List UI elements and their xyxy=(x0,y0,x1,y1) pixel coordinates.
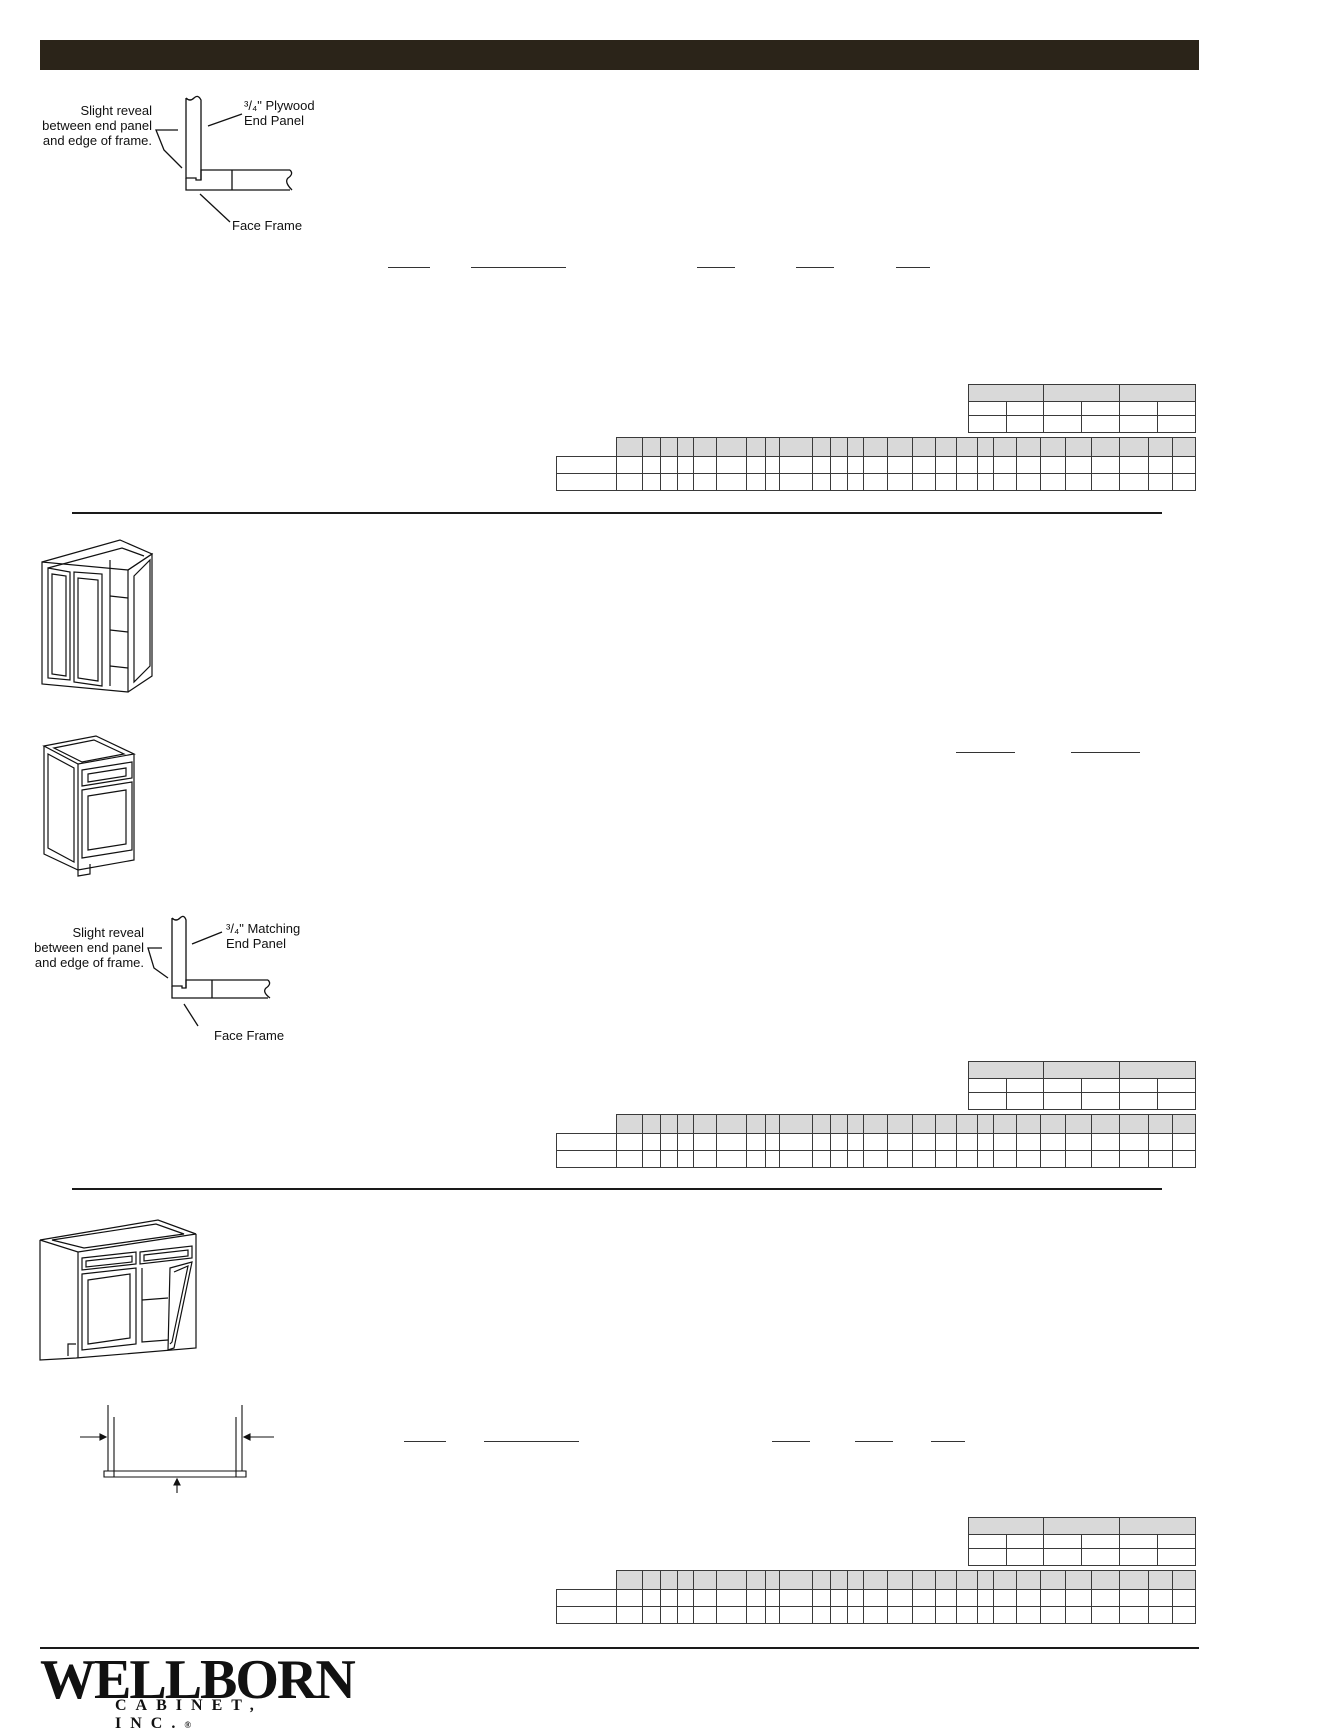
double-base-cabinet-drawing xyxy=(39,1219,197,1361)
base-cabinet-drawing xyxy=(42,735,136,877)
blank-line xyxy=(697,267,735,268)
section-divider xyxy=(72,1188,1162,1190)
reveal-label-1: Slight reveal between end panel and edge… xyxy=(42,103,152,148)
header-bar xyxy=(40,40,1199,70)
blank-line xyxy=(404,1441,446,1442)
blank-line xyxy=(855,1441,893,1442)
logo-subtitle: CABINET, INC.® xyxy=(115,1697,263,1732)
face-frame-label-2: Face Frame xyxy=(214,1028,285,1043)
blank-line xyxy=(896,267,930,268)
blank-line xyxy=(388,267,430,268)
end-panel-detail-drawing-2 xyxy=(147,915,271,1027)
blank-line xyxy=(1071,752,1140,753)
reveal-label-2: Slight reveal between end panel and edge… xyxy=(34,925,144,970)
price-grid-3 xyxy=(556,1570,1197,1624)
small-dimension-table-2 xyxy=(968,1061,1196,1110)
blank-line xyxy=(931,1441,965,1442)
cabinet-dimension-drawing xyxy=(80,1405,274,1493)
face-frame-label-1: Face Frame xyxy=(232,218,303,233)
blank-line xyxy=(796,267,834,268)
blank-line xyxy=(471,267,566,268)
section-divider xyxy=(72,512,1162,514)
logo-wordmark: WELLBORN xyxy=(40,1649,356,1711)
wellborn-logo: WELLBORN CABINET, INC.® xyxy=(40,1649,356,1732)
blank-line xyxy=(484,1441,579,1442)
wall-cabinet-drawing xyxy=(41,539,154,693)
small-dimension-table-3 xyxy=(968,1517,1196,1566)
price-grid-2 xyxy=(556,1114,1197,1168)
end-panel-detail-drawing-1 xyxy=(155,95,293,223)
footer-rule xyxy=(40,1647,1199,1649)
blank-line xyxy=(956,752,1015,753)
small-dimension-table-1 xyxy=(968,384,1196,433)
end-panel-label-1: ³/₄" Plywood End Panel xyxy=(244,98,315,128)
blank-line xyxy=(772,1441,810,1442)
price-grid-1 xyxy=(556,437,1197,491)
end-panel-label-2: ³/₄" Matching End Panel xyxy=(226,921,301,951)
